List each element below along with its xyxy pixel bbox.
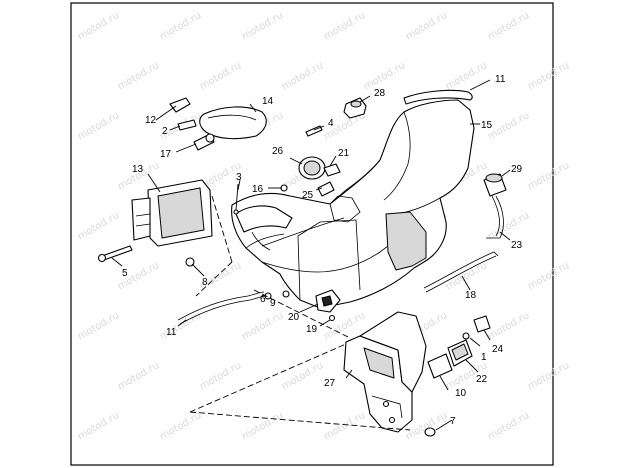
- top-cover-part: [199, 106, 267, 140]
- callout-18: 18: [465, 290, 477, 301]
- screw-part-2: [177, 119, 197, 131]
- callout-25: 25: [302, 190, 314, 201]
- housing-part-10: [427, 353, 453, 379]
- inner-panel-part: [343, 311, 427, 433]
- callout-24: 24: [492, 344, 504, 355]
- callout-13: 13: [132, 164, 144, 175]
- callout-labels: 1 2 3 4 5 6 7 8 9 10 11 11 12 13 14 15 1…: [122, 74, 523, 427]
- callout-22: 22: [476, 374, 488, 385]
- grommet-part-7: [424, 427, 436, 437]
- mount-part: [315, 289, 341, 313]
- filter-assembly: [427, 315, 491, 379]
- hoses-group: [177, 89, 504, 325]
- callout-4: 4: [328, 118, 334, 129]
- callout-6: 6: [260, 294, 266, 305]
- callout-23: 23: [511, 240, 523, 251]
- callout-7: 7: [450, 416, 456, 427]
- leader-lines: [111, 79, 511, 431]
- callout-5: 5: [122, 268, 128, 279]
- callout-20: 20: [288, 312, 300, 323]
- screw-part-19: [328, 314, 336, 322]
- screw-part-1: [462, 332, 470, 340]
- callout-8: 8: [202, 277, 208, 288]
- callout-21: 21: [338, 148, 350, 159]
- callout-12: 12: [145, 115, 157, 126]
- callout-9: 9: [270, 298, 276, 309]
- callout-11-bottom: 11: [166, 327, 177, 338]
- callout-11-top: 11: [495, 74, 506, 85]
- callout-1: 1: [481, 352, 487, 363]
- knob-part: [343, 97, 367, 119]
- construction-lines: [189, 195, 411, 431]
- fasteners-group: [97, 97, 470, 437]
- callout-28: 28: [374, 88, 386, 99]
- callout-16: 16: [252, 184, 264, 195]
- callout-14: 14: [262, 96, 274, 107]
- callout-19: 19: [306, 324, 318, 335]
- callout-29: 29: [511, 164, 523, 175]
- callout-17: 17: [160, 149, 172, 160]
- connector-part: [317, 163, 341, 197]
- gauge-part: [298, 156, 337, 180]
- callout-3: 3: [236, 172, 242, 183]
- callout-2: 2: [162, 126, 168, 137]
- callout-10: 10: [455, 388, 467, 399]
- callout-15: 15: [481, 120, 493, 131]
- callout-26: 26: [272, 146, 284, 157]
- bracket-part: [131, 179, 213, 247]
- outer-fairing-part: [231, 99, 475, 309]
- clip-part-12: [169, 97, 191, 113]
- canister-part: [483, 173, 507, 197]
- callout-27: 27: [324, 378, 336, 389]
- screw-part-9: [282, 290, 290, 298]
